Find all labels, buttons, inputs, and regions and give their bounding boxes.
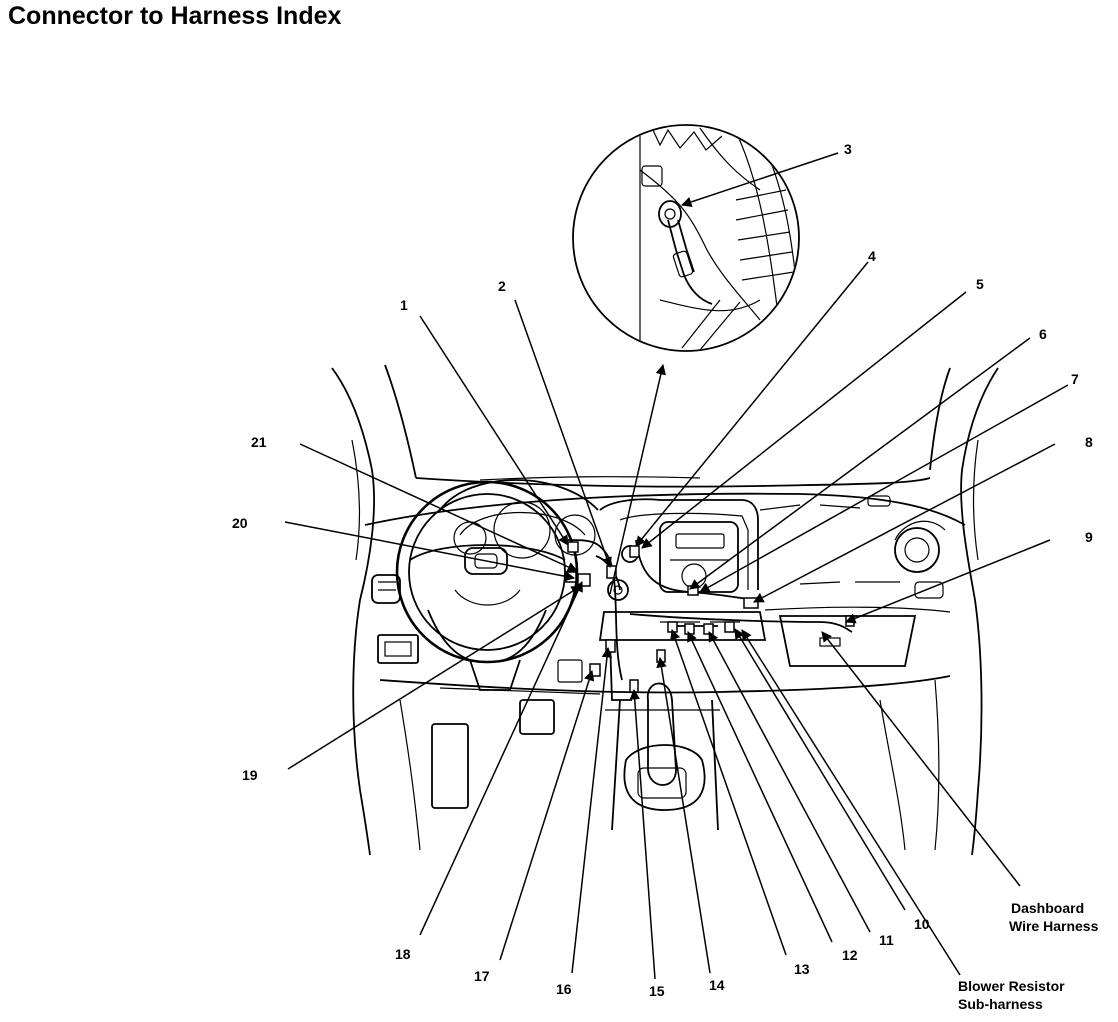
callout-6: 6 [1039, 326, 1047, 342]
callout-19: 19 [242, 767, 258, 783]
callout-7: 7 [1071, 371, 1079, 387]
dashboard-harness-label-line1: Dashboard [1011, 900, 1084, 916]
harness-labels: Dashboard Wire Harness Blower Resistor S… [958, 900, 1099, 1012]
detail-inset [572, 124, 800, 352]
callout-11: 11 [879, 932, 894, 948]
callout-13: 13 [794, 961, 810, 977]
blower-subharness-label-line2: Sub-harness [958, 996, 1043, 1012]
dashboard-outline [331, 364, 999, 856]
callout-21: 21 [251, 434, 267, 450]
callout-15: 15 [649, 983, 665, 999]
page-title: Connector to Harness Index [8, 2, 342, 30]
callout-17: 17 [474, 968, 490, 984]
callout-4: 4 [868, 248, 876, 264]
callout-1: 1 [400, 297, 408, 313]
dashboard-harness-label-line2: Wire Harness [1009, 918, 1099, 934]
leader-lines [284, 152, 1069, 980]
callout-3: 3 [844, 141, 852, 157]
connectors [565, 541, 855, 693]
callout-numbers: 1 2 3 4 5 6 7 8 9 10 11 12 13 14 15 16 1… [232, 141, 1093, 999]
callout-16: 16 [556, 981, 572, 997]
callout-12: 12 [842, 947, 858, 963]
callout-2: 2 [498, 278, 506, 294]
blower-subharness-label-line1: Blower Resistor [958, 978, 1065, 994]
callout-18: 18 [395, 946, 411, 962]
callout-14: 14 [709, 977, 725, 993]
callout-20: 20 [232, 515, 248, 531]
callout-10: 10 [914, 916, 930, 932]
callout-9: 9 [1085, 529, 1093, 545]
callout-8: 8 [1085, 434, 1093, 450]
callout-5: 5 [976, 276, 984, 292]
